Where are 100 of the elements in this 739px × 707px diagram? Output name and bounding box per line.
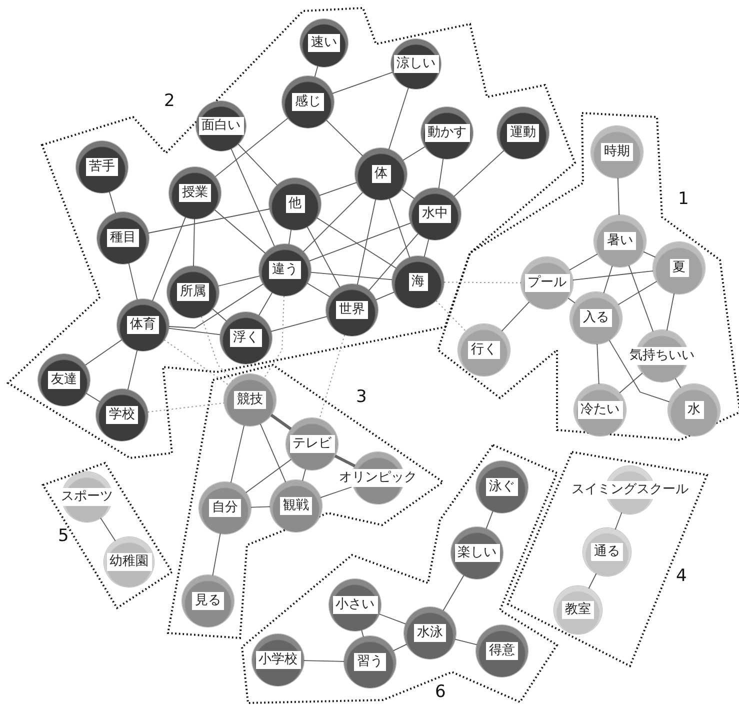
link-line (306, 226, 340, 288)
link-line (288, 229, 292, 245)
node-label: 学校 (106, 406, 138, 424)
node-label: 水中 (419, 205, 451, 223)
node-label: プール (524, 274, 570, 292)
node-label: 授業 (179, 184, 211, 202)
cluster-number: 2 (164, 91, 175, 111)
link-line (316, 217, 396, 269)
network-node (224, 374, 276, 426)
network-node (329, 579, 381, 631)
node-label: 小学校 (256, 651, 300, 669)
link-line (619, 372, 643, 394)
link-line (332, 72, 393, 94)
network-node (96, 389, 148, 441)
link-line (454, 638, 478, 646)
link-line (214, 118, 288, 178)
link-line (168, 328, 221, 336)
network-node (167, 266, 219, 318)
node-label: 暑い (604, 232, 636, 250)
network-node (355, 148, 407, 200)
network-node (421, 107, 473, 159)
cluster-number: 5 (58, 526, 69, 546)
cluster-number: 3 (356, 387, 367, 407)
network-node (668, 384, 720, 436)
network-node (391, 39, 441, 89)
network-node (451, 527, 503, 579)
node-label: 時期 (601, 143, 633, 161)
node-label: 面白い (198, 117, 244, 135)
network-node (269, 178, 321, 230)
node-label: 幼稚園 (106, 553, 152, 571)
link-line (501, 301, 530, 332)
node-label: 体 (372, 165, 390, 183)
link-line (148, 208, 270, 234)
dotted-link (264, 296, 284, 379)
link-line (230, 148, 275, 247)
dotted-link (147, 402, 225, 412)
network-node (117, 299, 169, 351)
network-node (476, 625, 528, 677)
node-label: 行く (468, 341, 500, 359)
link-line (618, 280, 658, 306)
network-node (583, 528, 631, 576)
link-line (666, 293, 675, 331)
network-node (521, 257, 573, 309)
node-label: 楽しい (454, 544, 500, 562)
link-line (454, 150, 504, 197)
link-line (356, 198, 376, 286)
network-node (169, 167, 221, 219)
network-node (259, 244, 311, 296)
cluster-number: 1 (678, 189, 689, 209)
node-label: 海 (408, 273, 428, 291)
link-line (304, 660, 344, 662)
dotted-link (436, 300, 466, 332)
network-node (594, 215, 646, 267)
network-node (270, 480, 322, 532)
node-label: 動かす (424, 124, 470, 142)
network-node (344, 636, 396, 688)
node-label: 自分 (209, 499, 241, 517)
link-line (84, 339, 122, 366)
network-node (252, 634, 304, 686)
node-label: 涼しい (394, 55, 438, 73)
link-line (674, 378, 682, 388)
link-line (568, 298, 576, 304)
link-line (320, 486, 352, 498)
link-line (361, 630, 364, 638)
link-line (617, 178, 620, 216)
node-label: 苦手 (86, 158, 118, 176)
node-label: 見る (192, 592, 224, 610)
node-label: 得意 (486, 642, 518, 660)
link-line (588, 573, 597, 589)
link-line (572, 270, 654, 281)
link-line (596, 344, 600, 384)
node-label: 小さい (332, 596, 378, 614)
node-label: 世界 (336, 301, 368, 319)
link-line (603, 265, 613, 294)
link-line (270, 316, 328, 332)
network-node (196, 101, 246, 151)
link-line (168, 284, 264, 328)
node-label: 入る (580, 309, 612, 327)
link-line (260, 423, 286, 483)
link-line (302, 192, 364, 252)
network-node (326, 284, 378, 336)
network-node (282, 76, 334, 128)
node-label: 夏 (670, 259, 688, 277)
link-line (334, 454, 356, 468)
node-label: スポーツ (58, 488, 116, 506)
link-line (438, 158, 444, 189)
node-label: 教室 (562, 601, 594, 619)
link-line (375, 292, 395, 300)
network-node (570, 292, 622, 344)
network-node (76, 141, 128, 193)
node-label: 冷たい (578, 401, 622, 419)
link-line (319, 182, 357, 196)
node-label: テレビ (290, 435, 334, 453)
dotted-link (164, 339, 230, 386)
link-line (308, 222, 412, 262)
network-node (574, 384, 626, 436)
link-line (250, 506, 270, 508)
network-node (458, 324, 510, 376)
link-line (302, 468, 306, 482)
node-label: 競技 (234, 391, 266, 409)
